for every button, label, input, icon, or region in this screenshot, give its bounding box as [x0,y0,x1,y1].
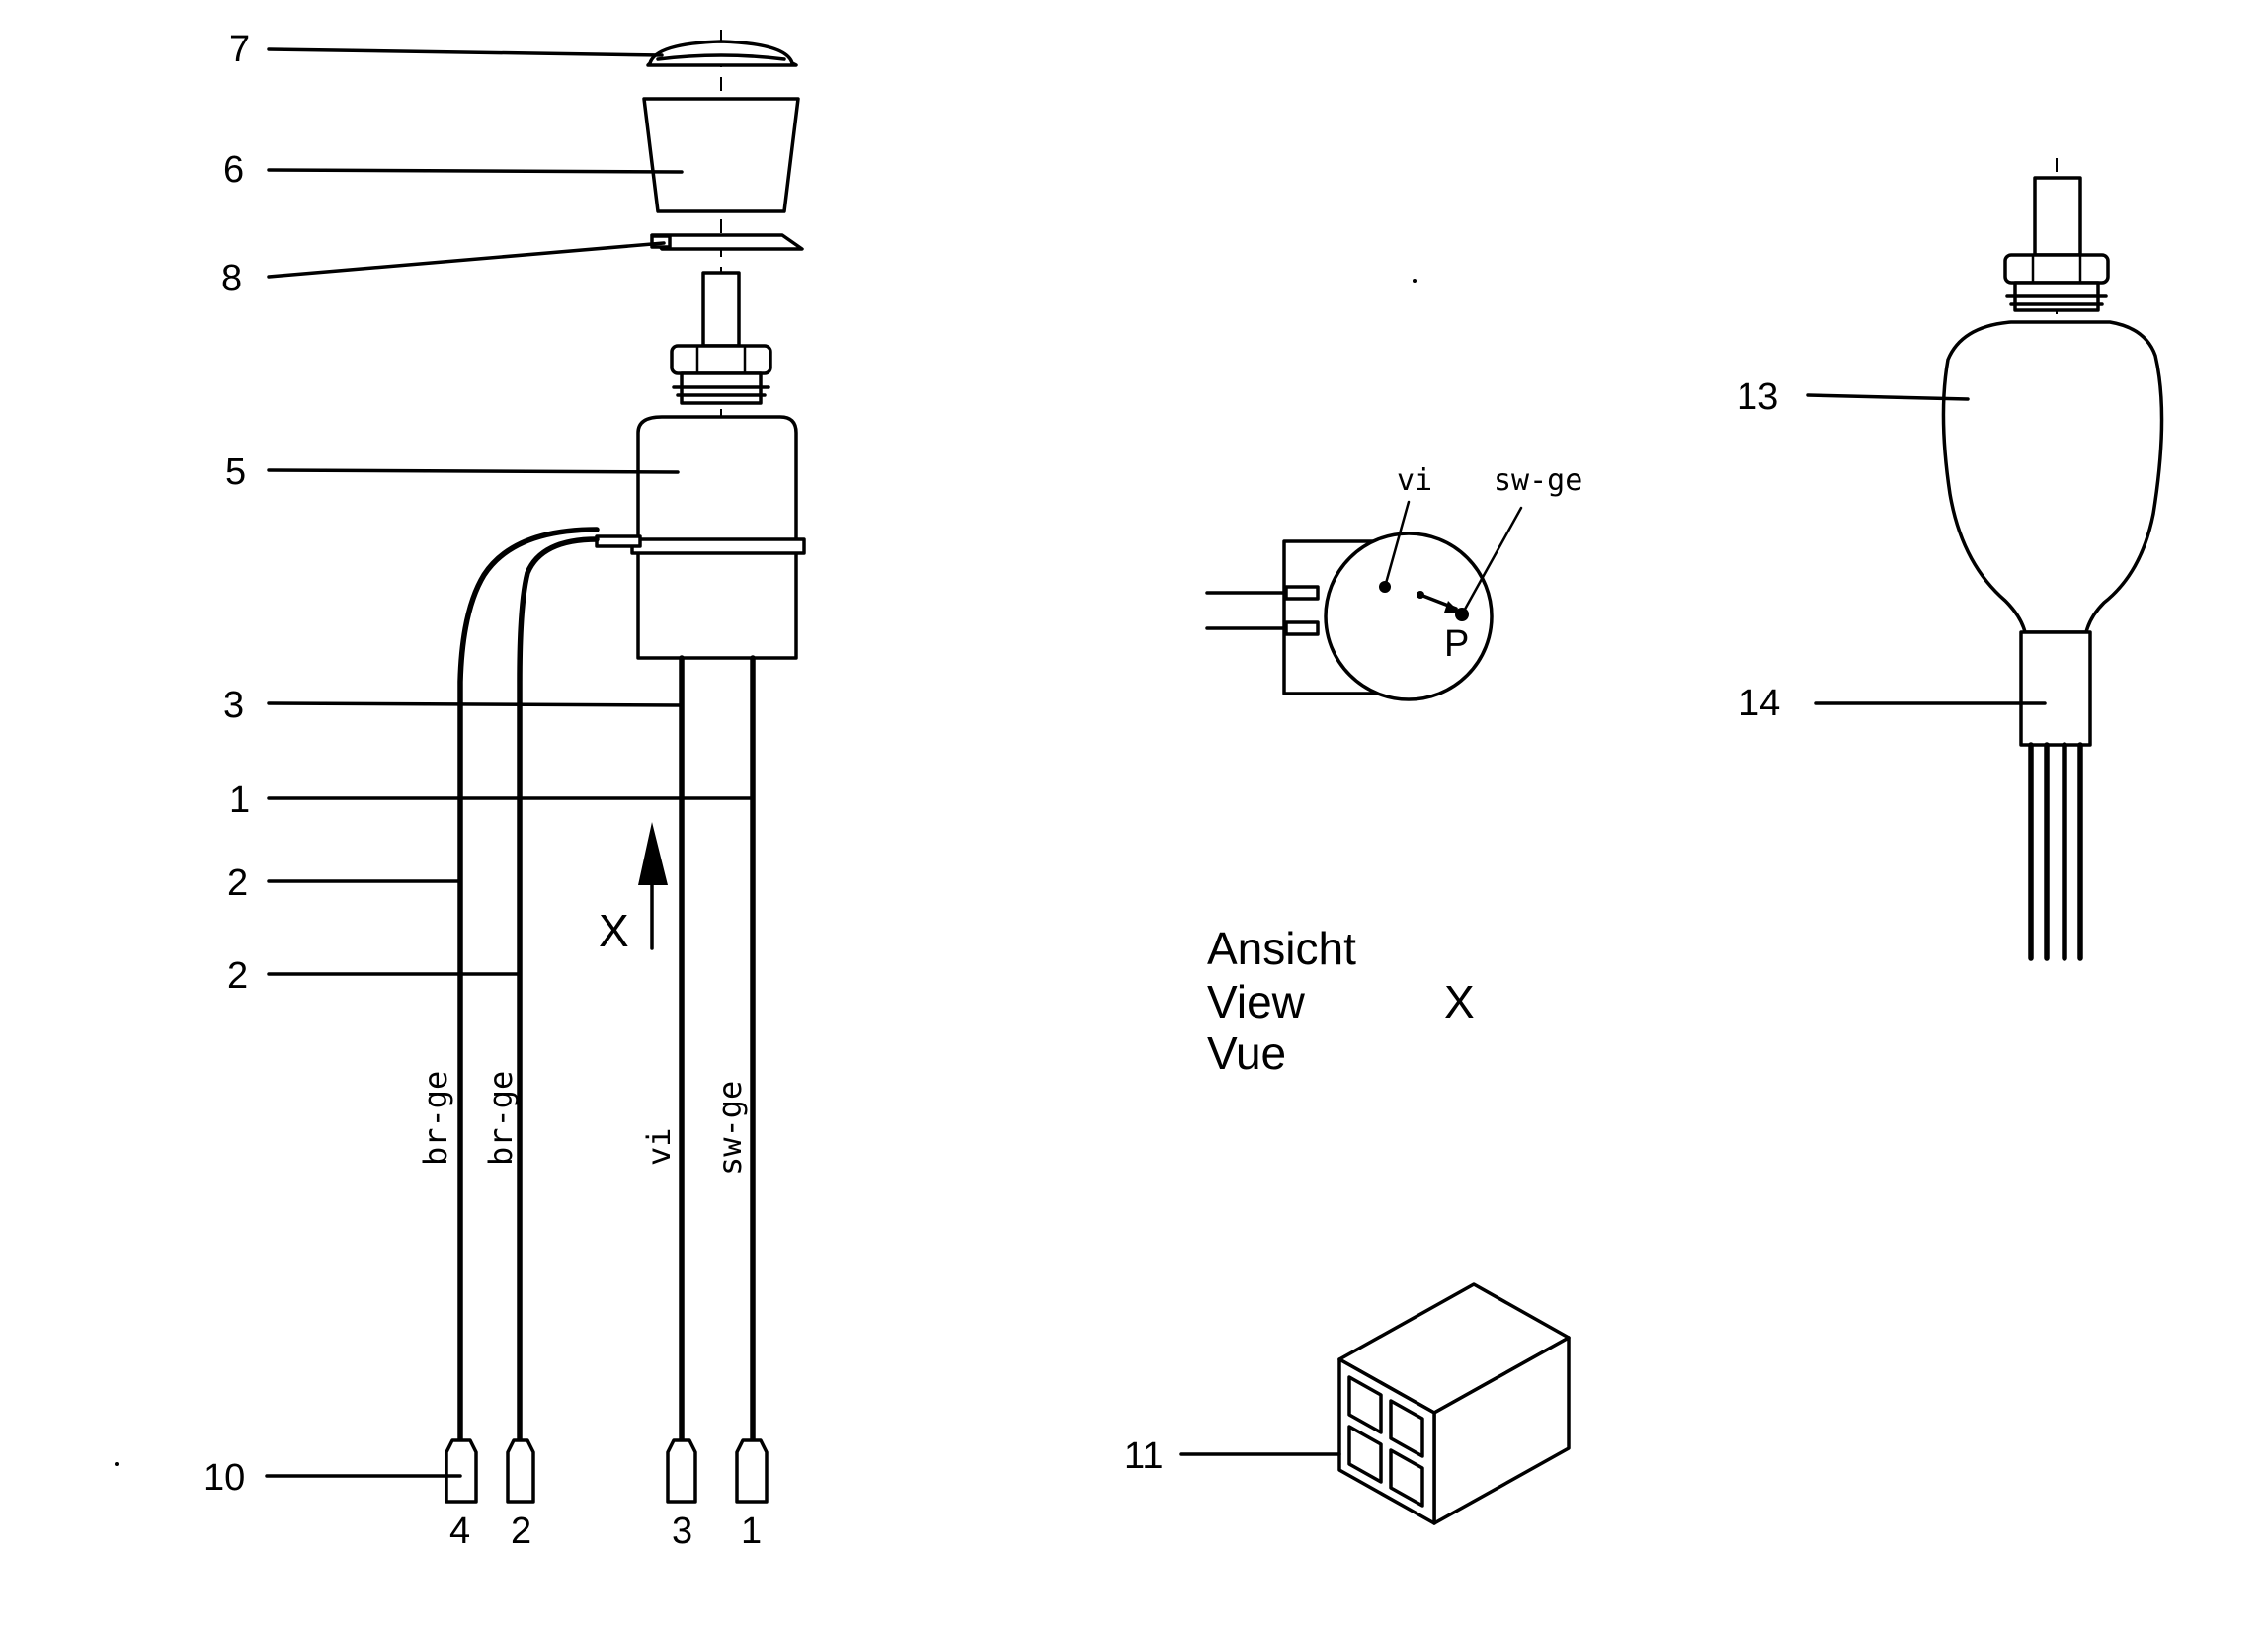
wire-label-br-ge-4: br-ge [417,1071,454,1166]
terminal-4 [445,1438,478,1504]
terminal-3 [666,1438,697,1504]
terminal-numbers: 4 2 3 1 [449,1511,762,1552]
stray-dot-left [115,1462,119,1466]
callout-5: 5 [225,451,246,493]
callout-13: 13 [1737,376,1778,418]
terminal-number-4: 4 [449,1511,470,1552]
callouts-left: 7 6 8 5 3 1 2 2 10 [203,29,250,1499]
wires [457,527,756,1445]
hex-nut [670,344,772,405]
terminal-number-1: 1 [741,1511,762,1552]
callout-14: 14 [1739,683,1780,724]
switch-body-part-5 [595,415,806,660]
view-label-sw-ge: sw-ge [1494,463,1582,498]
callout-10: 10 [203,1457,245,1499]
caption-vue: Vue [1207,1027,1286,1079]
view-label-p: P [1444,623,1469,665]
connector-block-part-11 [1179,1282,1571,1525]
terminal-number-3: 3 [672,1511,692,1552]
view-caption: Ansicht View Vue X [1207,923,1475,1079]
arrow-label-x: X [599,905,629,956]
caption-ansicht: Ansicht [1207,923,1356,974]
wire-label-vi: vi [640,1127,678,1166]
view-label-vi: vi [1397,463,1432,498]
terminal-1 [735,1438,769,1504]
wire-br-ge-2 [517,536,600,1445]
callout-6: 6 [223,149,244,191]
callout-11: 11 [1124,1435,1163,1477]
terminals-part-10 [445,1438,769,1504]
rubber-boot-part-13 [1941,320,2164,634]
callout-7: 7 [229,29,250,70]
wire-label-sw-ge: sw-ge [711,1081,749,1176]
callout-3: 3 [223,685,244,726]
callout-1: 1 [229,779,250,821]
boot-assembly [1806,158,2164,961]
wire-label-br-ge-2: br-ge [482,1071,520,1166]
knob-part-6 [642,97,800,213]
sleeve-part-14 [2019,630,2092,747]
switch-assembly [445,30,806,1504]
wire-color-labels: br-ge br-ge vi sw-ge [417,1071,749,1176]
callout-8: 8 [221,258,242,299]
callout-2-lower: 2 [227,955,248,997]
caption-letter-x: X [1444,976,1475,1027]
shaft [701,271,741,348]
terminal-number-2: 2 [511,1511,531,1552]
wire-br-ge-4 [457,527,600,1445]
stray-dot [1413,279,1417,283]
view-arrow-x [638,822,668,950]
cap-disc-part-7 [646,40,798,67]
terminal-2 [506,1438,535,1504]
washer-part-8 [650,233,804,251]
leader-lines-left [265,47,755,1478]
view-x-detail [1205,500,1523,701]
caption-view: View [1207,976,1306,1027]
callout-2-upper: 2 [227,862,248,904]
